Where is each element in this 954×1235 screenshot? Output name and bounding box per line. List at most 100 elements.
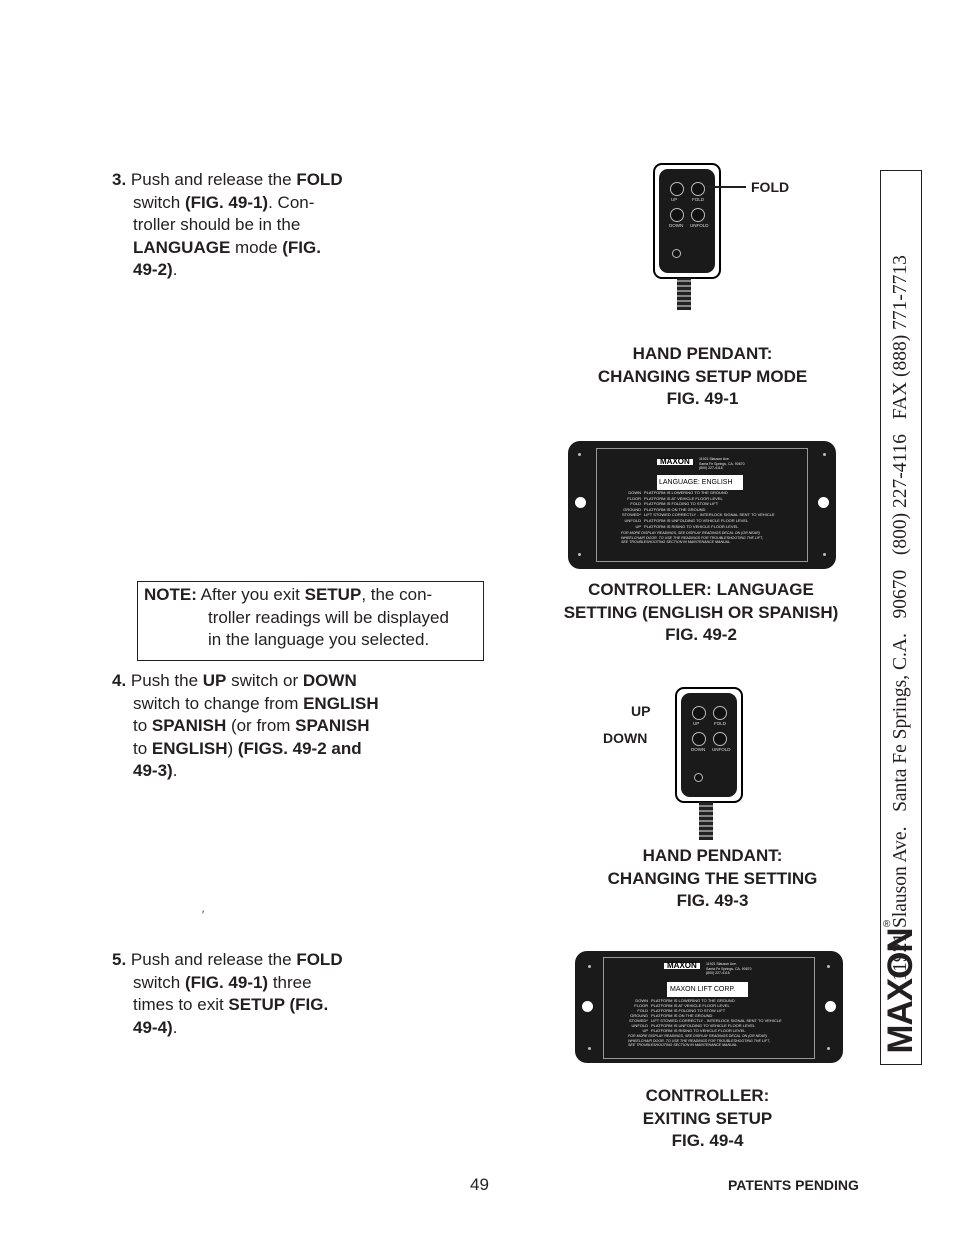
reading-value: PLATFORM IS LOWERING TO THE GROUND	[644, 490, 728, 495]
indicator-light-icon	[672, 249, 681, 258]
step-text: )	[227, 738, 238, 758]
note-bold: SETUP	[304, 585, 362, 604]
note-line-2: troller readings will be displayed	[208, 607, 449, 627]
up-label: UP	[693, 721, 700, 726]
reading-value: LIFT STOWED CORRECTLY - INTERLOCK SIGNAL…	[644, 512, 775, 518]
screw-icon	[827, 1047, 830, 1050]
hand-pendant: UP FOLD DOWN UNFOLD	[653, 163, 721, 279]
step-text: switch to change from	[133, 693, 304, 713]
reading-value: PLATFORM IS RISING TO VEHICLE FLOOR LEVE…	[644, 523, 739, 529]
step-bold: (FIG. 49-1)	[184, 192, 269, 212]
step-text: . Con-	[268, 192, 315, 212]
caption-line: CHANGING SETUP MODE	[597, 366, 808, 386]
mount-hole-icon	[818, 497, 829, 508]
address-line: (800) 227-4116	[706, 971, 730, 975]
step-bold: 49-2)	[133, 260, 173, 279]
caption-line: CONTROLLER:	[645, 1086, 770, 1105]
step-4: 4. Push the UP switch or DOWN switch to …	[112, 670, 432, 783]
reading-key: UNFOLD	[631, 1023, 648, 1028]
step-bold: LANGUAGE	[133, 237, 231, 257]
company-sidebar: 11921 Slauson Ave. Santa Fe Springs, C.A…	[880, 170, 922, 1065]
fold-callout: FOLD	[751, 179, 790, 195]
hand-pendant: UP FOLD DOWN UNFOLD	[675, 687, 743, 803]
sidebar-address-text: 11921 Slauson Ave. Santa Fe Springs, C.A…	[890, 255, 911, 981]
reading-key: STOWED*	[628, 1018, 648, 1023]
unfold-button-icon	[691, 208, 705, 222]
controller-decal: MAXON 11921 Slauson Ave. Santa Fe Spring…	[603, 957, 815, 1059]
reading-value: PLATFORM IS ON THE GROUND	[651, 1013, 713, 1018]
fold-label: FOLD	[692, 197, 705, 202]
screw-icon	[588, 965, 591, 968]
step-text: switch	[133, 972, 185, 992]
step-text: (or from	[226, 716, 296, 735]
reading-key: FLOOR	[627, 495, 641, 501]
caption-line: SETTING (ENGLISH OR SPANISH)	[563, 602, 839, 622]
controller-fig-49-4: MAXON 11921 Slauson Ave. Santa Fe Spring…	[575, 951, 843, 1063]
address-line: 11921 Slauson Ave.	[706, 962, 737, 966]
down-button-icon	[670, 208, 684, 222]
screw-icon	[588, 1047, 591, 1050]
reading-key: FOLD	[637, 1008, 648, 1013]
step-bold: SPANISH	[295, 716, 370, 735]
maxon-logo-text: MAXON	[881, 928, 920, 1054]
note-box: NOTE: After you exit SETUP, the con- tro…	[137, 581, 484, 661]
note-line-3: in the language you selected.	[208, 630, 430, 649]
step-bold: ENGLISH	[303, 693, 379, 713]
caption-line: FIG. 49-3	[676, 891, 749, 910]
mount-hole-icon	[575, 497, 586, 508]
reading-row: STOWED*LIFT STOWED CORRECTLY - INTERLOCK…	[597, 512, 807, 518]
step-text: switch	[133, 192, 185, 212]
lcd-display: MAXON LIFT CORP.	[667, 982, 748, 997]
maxon-decal-logo: MAXON	[657, 458, 693, 465]
unfold-button-icon	[713, 732, 727, 746]
reading-key: UP	[642, 1028, 648, 1033]
page-number: 49	[470, 1175, 489, 1194]
decal-address: 11921 Slauson Ave. Santa Fe Springs, CA.…	[699, 457, 745, 471]
step-bold: 49-3)	[133, 761, 173, 780]
reading-value: PLATFORM IS LOWERING TO THE GROUND	[651, 998, 735, 1003]
note-text: After you exit	[196, 585, 305, 604]
step-bold: ENGLISH	[151, 738, 228, 758]
pendant-cable	[677, 278, 691, 310]
reading-value: PLATFORM IS RISING TO VEHICLE FLOOR LEVE…	[651, 1028, 746, 1033]
reading-key: UNFOLD	[624, 517, 641, 523]
down-button-icon	[692, 732, 706, 746]
reading-key: UP	[635, 523, 641, 529]
reading-value: PLATFORM IS FOLDING TO STOW LIFT	[644, 501, 719, 507]
unfold-label: UNFOLD	[690, 223, 709, 228]
reading-value: PLATFORM IS AT VEHICLE FLOOR LEVEL	[651, 1003, 730, 1008]
indicator-light-icon	[694, 773, 703, 782]
step-number: 3.	[112, 170, 127, 189]
step-text: switch or	[226, 671, 303, 690]
reading-key: GROUND	[630, 1013, 648, 1018]
note-text: , the con-	[361, 585, 433, 604]
footnote-line: SEE TROUBLESHOOTING SECTION IN MAINTENAN…	[628, 1043, 739, 1048]
screw-icon	[578, 553, 581, 556]
pendant-cable	[699, 802, 713, 840]
step-bold: (FIG. 49-1)	[184, 972, 269, 992]
decal-footnote: FOR MORE DISPLAY READINGS, SEE DISPLAY R…	[597, 531, 807, 545]
caption-line: FIG. 49-2	[665, 625, 737, 644]
decal-footnote: FOR MORE DISPLAY READINGS, SEE DISPLAY R…	[604, 1034, 814, 1048]
footnote-line: WHEELCHAIR DOOR. TO USE THE READINGS FOR…	[628, 1038, 770, 1043]
step-bold: FOLD	[296, 950, 343, 969]
footnote-line: FOR MORE DISPLAY READINGS, SEE DISPLAY R…	[628, 1034, 767, 1038]
step-bold: DOWN	[302, 671, 357, 690]
step-text: troller should be in the	[133, 215, 301, 234]
callout-line	[708, 186, 746, 188]
address-line: 11921 Slauson Ave.	[699, 457, 730, 461]
caption-line: HAND PENDANT:	[632, 344, 773, 363]
patents-pending: PATENTS PENDING	[728, 1177, 859, 1193]
stray-mark: ′	[202, 909, 205, 921]
caption-line: EXITING SETUP	[642, 1108, 773, 1128]
down-callout: DOWN	[603, 730, 648, 746]
